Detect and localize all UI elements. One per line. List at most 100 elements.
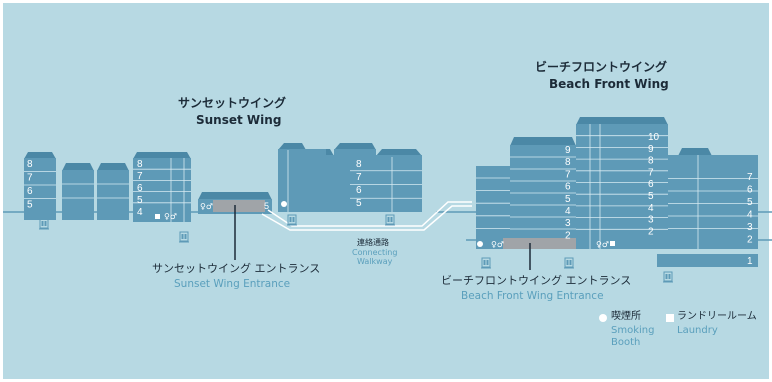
floor-number-8: 8 — [27, 159, 33, 170]
floor-number-6: 6 — [648, 179, 654, 190]
floor-number-9: 9 — [648, 144, 654, 155]
sunset-entrance-label-en: Sunset Wing Entrance — [174, 278, 291, 290]
floor-number-6: 6 — [565, 182, 571, 193]
floor-number-7: 7 — [747, 172, 753, 183]
entrance-highlight — [503, 238, 576, 249]
building-roof — [24, 152, 56, 159]
sunset-entrance-label-jp: サンセットウイング エントランス — [152, 262, 321, 275]
floor-number-6: 6 — [27, 186, 33, 197]
laundry-square-icon — [666, 314, 674, 322]
restroom-icon: ♀♂ — [596, 240, 609, 249]
elevator-icon — [663, 271, 673, 283]
elevator-icon — [287, 214, 297, 226]
elevator-icon — [39, 218, 49, 230]
floor-number-6: 6 — [356, 185, 362, 196]
floor-number-4: 4 — [747, 210, 753, 221]
floor-number-5: 5 — [137, 195, 143, 206]
floor-number-7: 7 — [565, 169, 571, 180]
floor-number-7: 7 — [137, 171, 143, 182]
building-roof — [97, 163, 129, 171]
building-roof — [133, 152, 191, 159]
floor-number-7: 7 — [648, 167, 654, 178]
elevator-icon — [481, 257, 491, 269]
floor-number-2: 2 — [565, 230, 571, 241]
beach-front-wing-title-jp: ビーチフロントウイング — [535, 60, 668, 74]
smoking-circle-icon — [281, 201, 287, 207]
floor-number-2: 2 — [648, 226, 654, 237]
sunset-wing-title-en: Sunset Wing — [196, 113, 282, 127]
legend-laundry-en: Laundry — [677, 325, 718, 336]
building-block-beach-center — [576, 124, 668, 249]
walkway-label-en-2: Walkway — [357, 257, 393, 266]
floor-number-9: 9 — [565, 145, 571, 156]
entrance-highlight — [213, 200, 265, 212]
building-roof — [510, 137, 576, 146]
floor-number-4: 4 — [137, 207, 143, 218]
floor-number-1: 1 — [747, 256, 753, 267]
building-roof — [376, 149, 422, 156]
floor-number-5: 5 — [747, 197, 753, 208]
laundry-square-icon — [610, 241, 615, 246]
beach-entrance-label-jp: ビーチフロントウイング エントランス — [441, 274, 632, 287]
floor-number-5: 5 — [356, 198, 362, 209]
building-block-sunset-a3 — [97, 170, 129, 220]
building-roof — [198, 192, 272, 200]
legend-laundry-jp: ランドリールーム — [677, 311, 757, 322]
floor-number-8: 8 — [356, 159, 362, 170]
beach-front-wing-title-en: Beach Front Wing — [549, 77, 669, 91]
building-roof — [62, 163, 94, 171]
walkway-label-en-1: Connecting — [352, 248, 398, 257]
floor-number-5: 5 — [27, 200, 33, 211]
floor-number-5: 5 — [648, 191, 654, 202]
building-block-sunset-a2 — [62, 170, 94, 220]
smoking-circle-icon — [599, 314, 607, 322]
floor-number-7: 7 — [27, 173, 33, 184]
walkway-line-lower — [261, 205, 472, 231]
building-roof — [576, 117, 668, 125]
floor-number-4: 4 — [565, 206, 571, 217]
building-roof — [678, 148, 712, 156]
elevator-icon — [385, 214, 395, 226]
elevator-icon — [179, 231, 189, 243]
restroom-icon: ♀♂ — [164, 212, 177, 221]
floor-number-6: 6 — [137, 183, 143, 194]
building-block-beach-right — [668, 155, 758, 249]
building-block-sunset-a — [24, 158, 56, 220]
walkway-line-upper — [267, 201, 472, 227]
floor-number-entrance: 5 — [264, 201, 269, 211]
floor-number-8: 8 — [648, 156, 654, 167]
floor-number-5: 5 — [565, 194, 571, 205]
smoking-circle-icon — [477, 241, 483, 247]
floor-number-10: 10 — [648, 132, 660, 143]
floor-number-7: 7 — [356, 172, 362, 183]
legend-smoking-jp: 喫煙所 — [611, 311, 641, 322]
building-block-sunset-c1 — [278, 149, 326, 212]
elevator-icon — [564, 257, 574, 269]
walkway-label-jp: 連絡通路 — [357, 238, 389, 247]
legend-smoking-en-1: Smoking — [611, 325, 655, 336]
building-block-beach-left-top — [510, 145, 576, 167]
building-block-sunset-c3 — [334, 149, 376, 156]
floor-number-6: 6 — [747, 185, 753, 196]
building-block-beach-left — [476, 166, 576, 249]
building-block-sunset-b — [133, 158, 191, 222]
floor-number-3: 3 — [565, 218, 571, 229]
floor-number-3: 3 — [648, 215, 654, 226]
floor-number-4: 4 — [648, 203, 654, 214]
floor-number-3: 3 — [747, 222, 753, 233]
restroom-icon: ♀♂ — [491, 240, 504, 249]
floor-number-2: 2 — [747, 235, 753, 246]
laundry-square-icon — [155, 214, 160, 219]
floor-number-8: 8 — [565, 157, 571, 168]
building-roof — [278, 143, 306, 150]
restroom-icon: ♀♂ — [200, 202, 213, 211]
floor-number-8: 8 — [137, 159, 143, 170]
building-block-beach-floor-1 — [657, 254, 758, 267]
sunset-wing-title-jp: サンセットウイング — [178, 96, 287, 110]
legend-smoking-en-2: Booth — [611, 337, 641, 348]
building-roof — [334, 143, 376, 150]
building-block-sunset-c2 — [326, 155, 422, 212]
beach-entrance-label-en: Beach Front Wing Entrance — [461, 290, 604, 302]
